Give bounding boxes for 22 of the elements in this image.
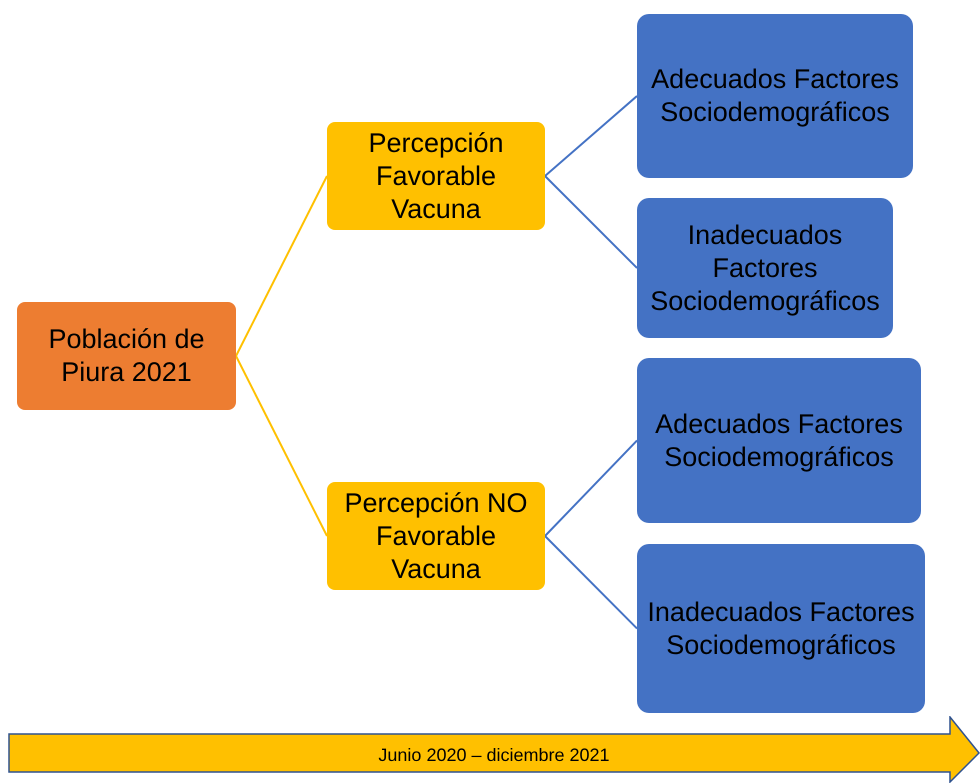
root-box xyxy=(17,302,236,410)
connector-line xyxy=(544,175,638,269)
timeline-arrow xyxy=(8,716,980,783)
node-label: Adecuados Factores Sociodemográficos xyxy=(650,63,900,129)
node-label: Población de Piura 2021 xyxy=(47,323,206,389)
node-label: Inadecuados Factores Sociodemográficos xyxy=(646,596,916,662)
node-label: Adecuados Factores Sociodemográficos xyxy=(654,408,904,474)
factor-box xyxy=(637,198,893,338)
category-box xyxy=(327,482,545,590)
connector-line xyxy=(235,356,328,536)
factor-box xyxy=(637,358,921,523)
timeline-label: Junio 2020 – diciembre 2021 xyxy=(378,744,610,767)
connector-line xyxy=(544,95,638,177)
connector-line xyxy=(544,535,638,630)
node-label: Percepción Favorable Vacuna xyxy=(367,126,505,226)
factor-box xyxy=(637,544,925,713)
node-label: Inadecuados Factores Sociodemográficos xyxy=(649,218,881,318)
connector-line xyxy=(544,440,638,537)
factor-box xyxy=(637,14,913,178)
connector-line xyxy=(235,176,328,356)
node-label: Percepción NO Favorable Vacuna xyxy=(343,486,529,586)
category-box xyxy=(327,122,545,230)
